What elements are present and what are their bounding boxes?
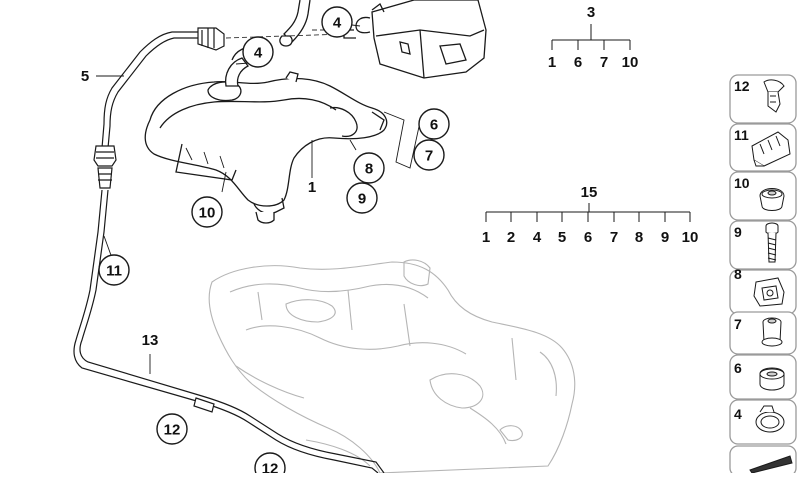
legend-label-12: 12: [734, 78, 750, 94]
plain-label-1: 1: [308, 179, 316, 196]
callout-7-label: 7: [425, 148, 433, 165]
legend-row-6[interactable]: 6: [729, 354, 797, 400]
group-15-item-4: 5: [558, 229, 566, 246]
rubber-grommet-icon: [759, 188, 785, 211]
group-15-item-5: 6: [584, 229, 592, 246]
legend-row-10[interactable]: 10: [729, 171, 797, 221]
plain-label-5: 5: [81, 68, 89, 85]
callout-6: 6: [418, 108, 450, 140]
legend-label-4: 4: [734, 406, 742, 422]
hose-clamp-icon: [755, 405, 785, 433]
group-15-bracket: 15 1 2 4 5 6 7 8 9 10: [482, 184, 699, 246]
group-15-item-8: 9: [661, 229, 669, 246]
callout-11-label: 11: [106, 263, 122, 280]
legend-row-11[interactable]: 11: [729, 123, 797, 172]
callout-4-top: 4: [321, 6, 353, 38]
group-15-item-1: 1: [482, 229, 490, 246]
callout-4-top-label: 4: [333, 15, 342, 32]
callout-4-mid: 4: [242, 36, 274, 68]
group-3-item-2: 6: [574, 54, 582, 71]
group-3-item-4: 10: [622, 54, 639, 71]
callout-8: 8: [353, 152, 385, 184]
legend-label-9: 9: [734, 224, 742, 240]
group-15-item-2: 2: [507, 229, 515, 246]
callout-11: 11: [98, 254, 130, 286]
expansion-tank: [144, 57, 388, 224]
legend-label-10: 10: [734, 175, 750, 191]
fuel-tank-outline: [208, 259, 576, 474]
callout-4-mid-label: 4: [254, 45, 263, 62]
spring-nut-icon: [753, 277, 785, 307]
callout-layer: 4 4 6 7 8 9 10 11: [98, 6, 450, 478]
carbon-canister: [343, 0, 487, 79]
legend-row-sealing-strip[interactable]: [729, 445, 797, 477]
legend-row-8[interactable]: 8: [729, 266, 797, 315]
legend-row-9[interactable]: 9: [729, 220, 797, 270]
group-3-item-1: 1: [548, 54, 556, 71]
group-15-item-3: 4: [533, 229, 542, 246]
group-3-bracket: 3 1 6 7 10: [548, 4, 639, 71]
vent-hoses: [231, 0, 311, 61]
callout-12-b: 12: [254, 452, 286, 478]
callout-8-label: 8: [365, 161, 373, 178]
group-3-item-3: 7: [600, 54, 608, 71]
line-holder-clip-icon: [751, 131, 791, 167]
callout-10-label: 10: [199, 205, 216, 222]
callout-9: 9: [346, 182, 378, 214]
bushing-icon: [761, 317, 783, 347]
legend-label-7: 7: [734, 316, 742, 332]
fuel-line-long: [73, 189, 385, 474]
push-clip-icon: [763, 79, 785, 113]
group-15-item-6: 7: [610, 229, 618, 246]
legend-row-7[interactable]: 7: [729, 311, 797, 355]
group-15-item-9: 10: [682, 229, 699, 246]
legend-label-11: 11: [734, 127, 749, 143]
legend-label-6: 6: [734, 360, 742, 376]
screw-bolt-icon: [765, 222, 779, 263]
callout-12-a-label: 12: [164, 422, 181, 439]
callout-12-b-label: 12: [262, 461, 279, 474]
plain-label-13: 13: [142, 332, 159, 349]
callout-6-label: 6: [430, 117, 438, 134]
group-3-header: 3: [587, 4, 595, 21]
callout-9-label: 9: [358, 191, 366, 208]
group-15-item-7: 8: [635, 229, 643, 246]
legend-label-8: 8: [734, 266, 742, 282]
callout-10: 10: [191, 196, 223, 228]
sealing-strip-icon: [749, 455, 793, 474]
callout-12-a: 12: [156, 413, 188, 445]
legend-row-4[interactable]: 4: [729, 399, 797, 445]
group-15-header: 15: [581, 184, 598, 201]
callout-7: 7: [413, 139, 445, 171]
rubber-ring-icon: [759, 367, 785, 391]
legend-row-12[interactable]: 12: [729, 74, 797, 124]
fuel-line-upper: [93, 27, 225, 189]
small-parts-legend: 12 11 10: [729, 74, 797, 477]
